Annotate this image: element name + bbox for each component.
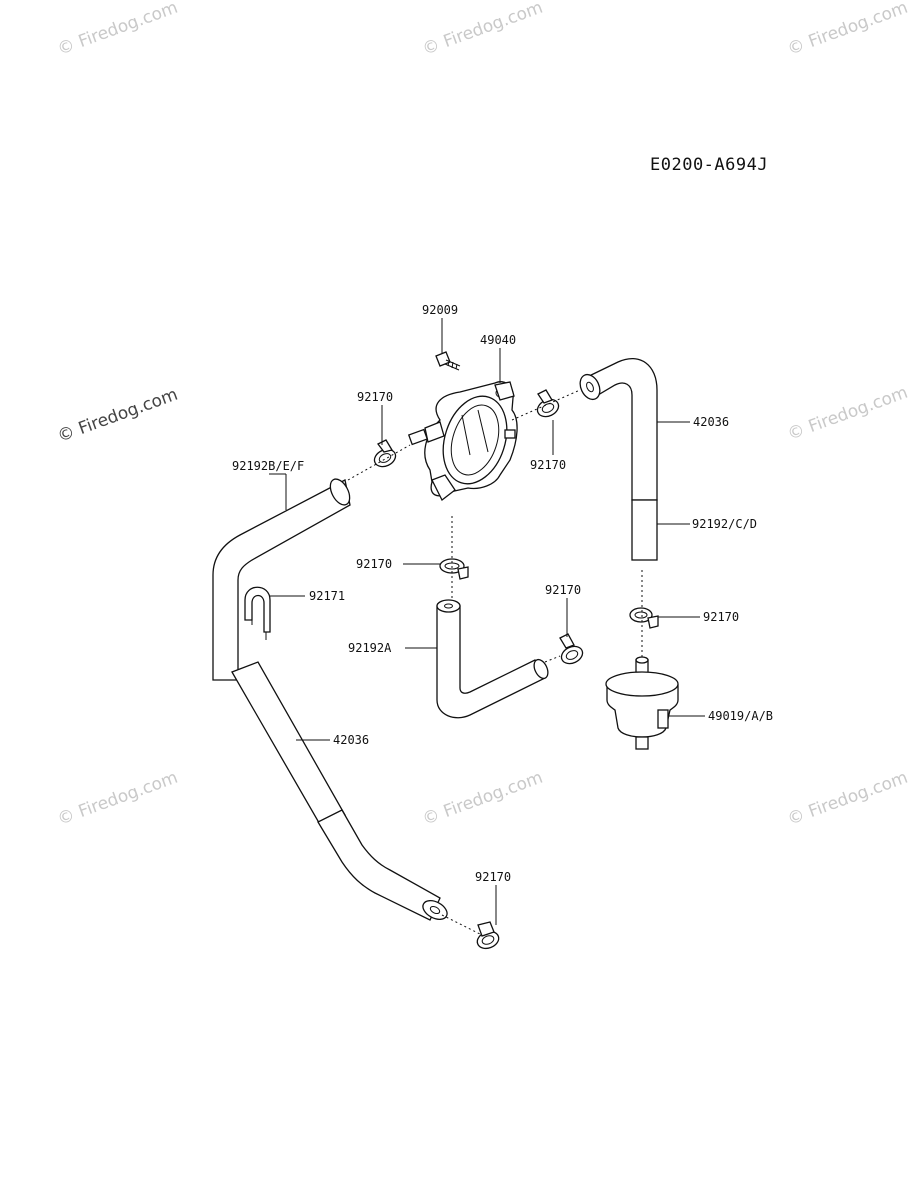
label-92009: 92009	[422, 303, 458, 317]
label-92170-bottom: 92170	[475, 870, 511, 884]
label-92170-center: 92170	[356, 557, 392, 571]
clamp-92170-center[interactable]	[439, 558, 469, 580]
part-labels: 92009 49040 92170 92170 92192B/E/F 42036…	[232, 303, 773, 884]
watermark-top-left: © Firedog.com	[55, 0, 181, 60]
hose-92192a[interactable]	[436, 599, 551, 719]
clamp-92170-filter-top[interactable]	[629, 607, 659, 629]
hose-92192-c-d[interactable]	[631, 499, 658, 561]
watermark-top-right: © Firedog.com	[785, 0, 911, 60]
watermark-right-mid: © Firedog.com	[785, 383, 911, 445]
hose-42036-left[interactable]	[231, 661, 450, 923]
clip-92171[interactable]	[244, 586, 271, 640]
watermark-bottom-left: © Firedog.com	[55, 768, 181, 830]
label-92192b-e-f: 92192B/E/F	[232, 459, 304, 473]
watermark-left-main: © Firedog.com	[55, 385, 181, 447]
label-49040: 49040	[480, 333, 516, 347]
clamp-92170-bottom[interactable]	[475, 921, 501, 951]
label-92192a: 92192A	[348, 641, 392, 655]
label-92170-right-top: 92170	[530, 458, 566, 472]
fuel-pump-49040[interactable]	[407, 381, 518, 501]
leader-lines	[269, 318, 705, 925]
label-92170-mid-right: 92170	[545, 583, 581, 597]
label-42036-right: 42036	[693, 415, 729, 429]
label-92170-left-top: 92170	[357, 390, 393, 404]
clamp-92170-right-top[interactable]	[535, 389, 562, 420]
label-92170-filter-top: 92170	[703, 610, 739, 624]
clamp-92170-mid-right[interactable]	[559, 633, 586, 667]
label-49019-a-b: 49019/A/B	[708, 709, 773, 723]
hose-42036-right[interactable]	[576, 357, 658, 501]
watermark-top-center: © Firedog.com	[420, 0, 546, 60]
fuel-filter-49019[interactable]	[605, 656, 679, 750]
watermark-bottom-center: © Firedog.com	[420, 768, 546, 830]
label-92192-c-d: 92192/C/D	[692, 517, 757, 531]
clamp-92170-left-top[interactable]	[372, 439, 399, 470]
watermark-bottom-right: © Firedog.com	[785, 768, 911, 830]
label-92171: 92171	[309, 589, 345, 603]
assembly-lines	[347, 389, 643, 936]
diagram-code: E0200-A694J	[650, 155, 768, 175]
label-42036-left: 42036	[333, 733, 369, 747]
screw-92009[interactable]	[435, 351, 461, 371]
hose-92192b-e-f[interactable]	[212, 476, 354, 681]
